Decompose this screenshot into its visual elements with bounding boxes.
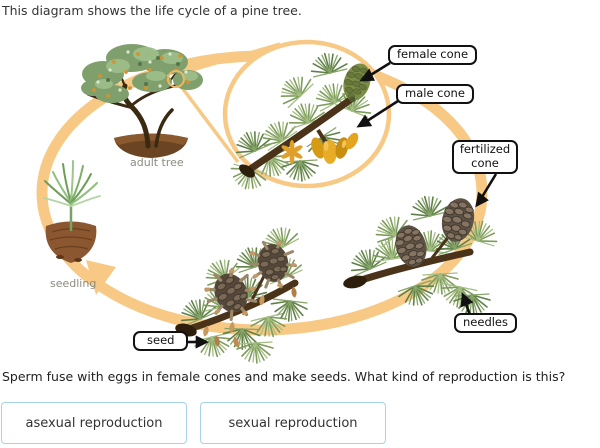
magnifier-lines bbox=[178, 42, 281, 164]
answer-sexual-reproduction[interactable]: sexual reproduction bbox=[200, 402, 386, 444]
caption-adult-tree: adult tree bbox=[130, 156, 184, 169]
question-text: Sperm fuse with eggs in female cones and… bbox=[2, 369, 566, 384]
answer-options: asexual reproduction sexual reproduction bbox=[1, 402, 386, 444]
callout-male-cone: male cone bbox=[396, 84, 474, 104]
callout-fertilized-cone: fertilized cone bbox=[452, 140, 518, 174]
instruction-text: This diagram shows the life cycle of a p… bbox=[2, 3, 302, 18]
fertilized-cone-branch-illustration bbox=[343, 192, 503, 316]
adult-tree-illustration bbox=[81, 44, 203, 158]
caption-seedling: seedling bbox=[50, 277, 97, 290]
callout-seed: seed bbox=[133, 331, 189, 351]
male-cone-illustration bbox=[281, 132, 359, 164]
magnifier-source-circle bbox=[167, 70, 185, 88]
callout-needles: needles bbox=[454, 313, 518, 333]
seedling-illustration bbox=[43, 160, 101, 263]
answer-asexual-reproduction[interactable]: asexual reproduction bbox=[1, 402, 187, 444]
callout-female-cone: female cone bbox=[388, 45, 478, 65]
cycle-arrowhead bbox=[86, 260, 116, 295]
